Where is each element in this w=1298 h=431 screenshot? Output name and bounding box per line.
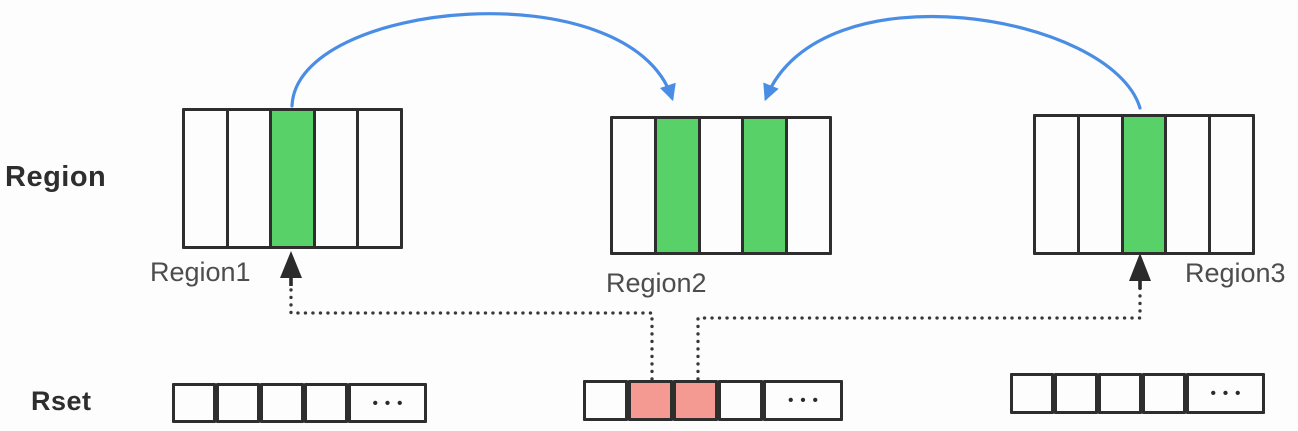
rset-2-cell-5-ellipsis: ••• [763,380,843,421]
region-3-cell-4 [1164,117,1209,252]
rset-3-cell-5-ellipsis: ••• [1186,373,1265,414]
region-1-cell-2 [225,111,270,246]
region-3-cell-1 [1036,117,1077,252]
rset-2-cell-2-highlighted [628,380,673,421]
rset-3-cell-1 [1010,373,1054,414]
region-box-2 [610,116,832,255]
blue-curved-arrow-region3-to-region2 [763,15,1142,110]
dotted-connector-rset2-to-region1 [289,281,654,381]
rset-1-cell-5-ellipsis: ••• [348,383,427,423]
region-2-cell-4-highlighted [741,119,786,252]
region-1-cell-3-highlighted [269,111,313,246]
region-row-label: Region [5,161,107,193]
rset-2-row: ••• [583,380,843,421]
rset-3-cell-2 [1054,373,1098,414]
black-up-arrow-region3-icon [1129,253,1151,281]
rset-2-cell-4 [718,380,763,421]
region-3-cell-5 [1208,117,1252,252]
region-2-cell-1 [613,119,654,252]
region-2-cell-2-highlighted [653,119,698,252]
rset-2-cell-1 [583,380,628,421]
region-3-cell-3-highlighted [1120,117,1165,252]
rset-1-cell-4 [304,383,348,423]
region-box-1 [182,108,403,249]
region-box-3 [1033,114,1255,255]
rset-1-row: ••• [172,383,427,423]
region-1-cell-5 [356,111,400,246]
rset-3-cell-4 [1142,373,1186,414]
rset-1-cell-3 [260,383,304,423]
region-label-3: Region3 [1185,258,1286,288]
dotted-connector-rset2-to-region3 [696,285,1142,381]
region-2-cell-5 [785,119,829,252]
region-1-cell-4 [312,111,357,246]
rset-3-cell-3 [1098,373,1142,414]
region-1-cell-1 [185,111,226,246]
rset-1-cell-1 [172,383,216,423]
rset-2-cell-3-highlighted [673,380,718,421]
rset-1-cell-2 [216,383,260,423]
black-up-arrow-region1-icon [280,251,302,278]
region-label-2: Region2 [606,268,707,298]
rset-row-label: Rset [31,386,92,416]
region-label-1: Region1 [150,257,251,287]
blue-curved-arrow-region1-to-region2 [290,12,676,108]
region-2-cell-3 [697,119,742,252]
region-3-cell-2 [1076,117,1121,252]
rset-3-row: ••• [1010,373,1265,414]
